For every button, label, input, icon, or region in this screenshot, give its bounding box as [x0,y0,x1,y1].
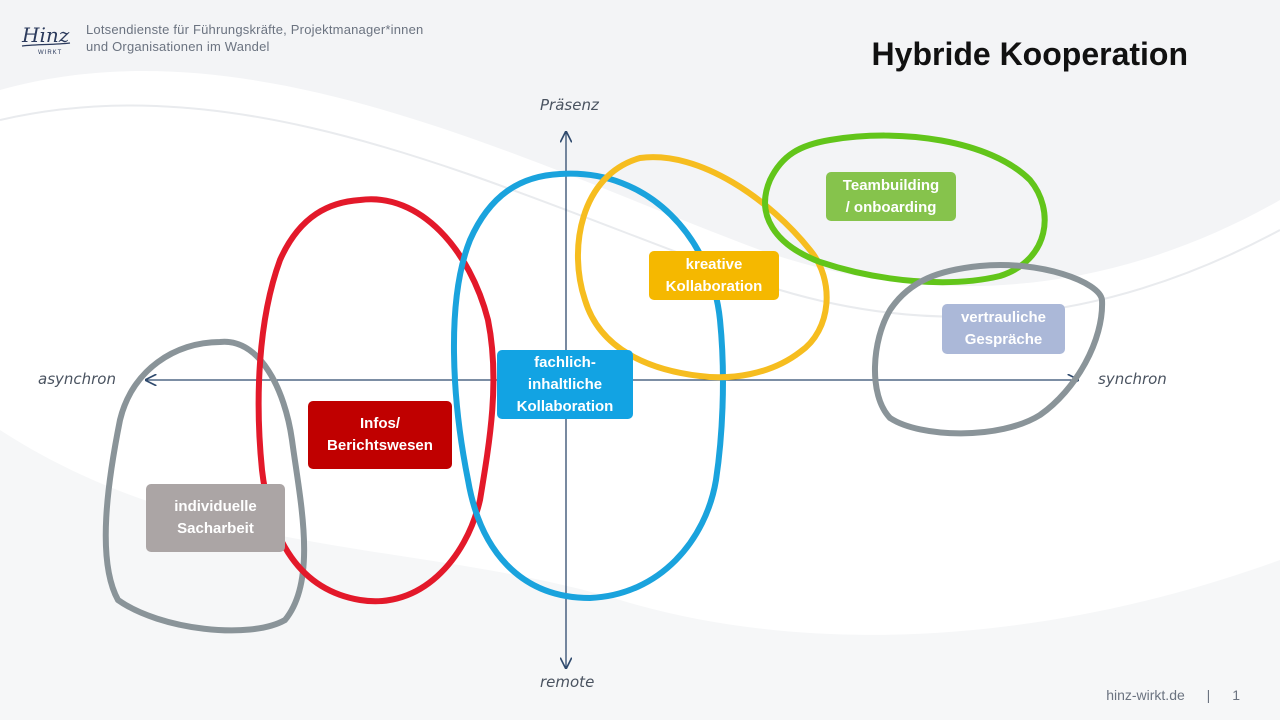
tagline-line-1: Lotsendienste für Führungskräfte, Projek… [86,22,424,37]
box-kreativ-line-1: kreative [685,255,743,273]
footer-separator: | [1206,687,1211,703]
ring-infos [255,196,497,605]
box-team-line-2: / onboarding [845,198,937,216]
axis-label-left: asynchron [38,370,116,388]
ring-individuell [102,338,308,634]
box-fachlich-line-1: fachlich- [534,353,596,371]
box-fachliche-kollaboration: fachlich- inhaltliche Kollaboration [497,350,633,419]
tagline: Lotsendienste für Führungskräfte, Projek… [86,21,423,55]
box-fachlich-line-2: inhaltliche [527,375,603,393]
box-vertraulich-line-2: Gespräche [964,331,1043,348]
svg-text:Hinz: Hinz [21,23,70,47]
footer-site-link[interactable]: hinz-wirkt.de [1106,687,1185,703]
logo: Hinz WIRKT [21,23,71,56]
box-vertrauliche-gespraeche: vertrauliche Gespräche [942,304,1065,354]
svg-text:WIRKT: WIRKT [38,50,62,56]
footer: hinz-wirkt.de | 1 [1106,687,1240,703]
ring-vertraulich [872,262,1106,437]
box-infos-line-1: Infos/ [360,415,400,432]
ring-kreativ [574,154,830,381]
tagline-line-2: und Organisationen im Wandel [86,39,270,54]
axis-label-right: synchron [1098,370,1167,388]
box-individuelle-line-2: Sacharbeit [177,520,254,537]
box-vertraulich-line-1: vertrauliche [960,309,1047,326]
page-title: Hybride Kooperation [871,36,1188,72]
box-kreative-kollaboration: kreative Kollaboration [649,251,779,300]
box-team-line-1: Teambuilding [842,176,940,194]
box-teambuilding-onboarding: Teambuilding / onboarding [826,172,956,221]
box-infos-line-2: Berichtswesen [327,437,433,454]
ring-fachlich [451,170,726,602]
box-infos-berichtswesen: Infos/ Berichtswesen [308,401,452,469]
box-individuelle-sacharbeit: individuelle Sacharbeit [146,484,285,552]
box-fachlich-line-3: Kollaboration [516,397,614,415]
box-individuelle-line-1: individuelle [174,498,257,515]
axis-label-top: Präsenz [540,96,599,114]
page-number: 1 [1232,687,1240,703]
box-kreativ-line-2: Kollaboration [665,277,763,295]
ring-team [762,132,1048,286]
axis-label-bottom: remote [540,673,595,691]
